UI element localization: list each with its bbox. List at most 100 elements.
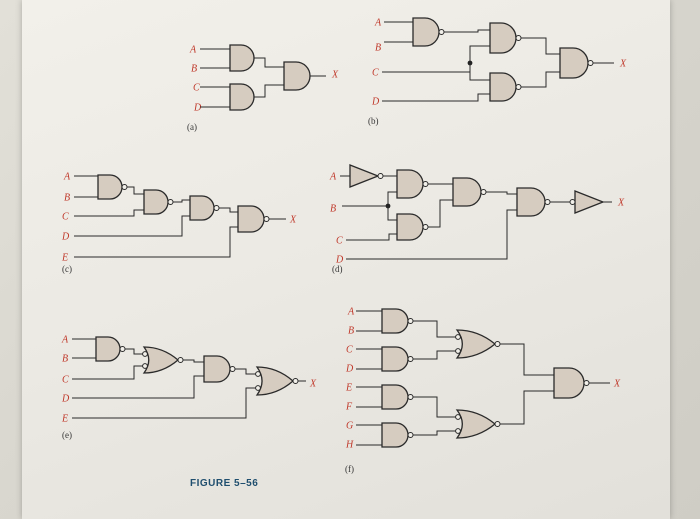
input-label-e-e: E — [61, 414, 68, 425]
wire — [382, 93, 490, 102]
wire — [127, 186, 144, 195]
output-label-d: X — [617, 198, 625, 209]
inversion-bubble — [438, 29, 445, 35]
wire — [74, 215, 190, 237]
input-label-f-h: H — [345, 440, 354, 451]
inversion-bubble — [213, 205, 220, 211]
inversion-bubble — [494, 421, 501, 427]
nand-gate-d2 — [396, 213, 424, 241]
inversion-bubble — [177, 357, 184, 363]
input-bubble — [255, 371, 261, 377]
buffer-d — [574, 190, 605, 214]
wire — [413, 350, 456, 360]
inversion-bubble — [494, 341, 501, 347]
input-label-e-b: B — [62, 354, 68, 365]
wire — [125, 348, 143, 355]
inversion-bubble — [587, 60, 594, 66]
input-label-c-d: D — [61, 232, 70, 243]
and-gate-a1 — [229, 44, 255, 72]
wire — [72, 365, 143, 380]
wire — [254, 84, 284, 98]
nor-gate-f1 — [455, 329, 497, 359]
inversion-bubble — [292, 378, 299, 384]
wire — [500, 343, 554, 376]
input-label-d-c: C — [336, 236, 343, 247]
wire — [500, 390, 554, 425]
wire — [74, 209, 144, 217]
input-bubble — [455, 428, 461, 434]
caption-d: (d) — [332, 264, 343, 274]
wire — [521, 71, 560, 88]
input-label-c-e: E — [61, 253, 68, 264]
inversion-bubble — [480, 189, 487, 195]
nand-gate-b3 — [489, 72, 517, 102]
nor-gate-f2 — [455, 409, 497, 439]
output-label-e: X — [309, 379, 317, 390]
nand-gate-b1 — [412, 17, 440, 47]
output-label-c: X — [289, 215, 297, 226]
and-gate-a3 — [283, 61, 311, 91]
input-label-a-a: A — [189, 45, 197, 56]
wire — [387, 206, 397, 221]
wire — [469, 45, 490, 72]
inversion-bubble — [407, 394, 414, 400]
wire — [521, 37, 560, 55]
inversion-bubble — [229, 366, 236, 372]
inversion-bubble — [544, 199, 551, 205]
caption-f: (f) — [345, 464, 354, 474]
wire — [72, 375, 204, 399]
input-label-f-c: C — [346, 345, 353, 356]
nand-gate-c2 — [143, 189, 169, 215]
input-label-f-a: A — [347, 307, 355, 318]
nand-gate-f4 — [381, 422, 409, 448]
input-label-c-c: C — [62, 212, 69, 223]
nand-gate-f1 — [381, 308, 409, 334]
input-label-b-d: D — [371, 97, 380, 108]
inverter-d1 — [349, 164, 380, 188]
inversion-bubble — [422, 181, 429, 187]
caption-e: (e) — [62, 430, 72, 440]
wire — [413, 396, 456, 418]
figure-caption: FIGURE 5–56 — [190, 478, 258, 489]
nand-gate-d3 — [452, 177, 482, 207]
nand-gate-c1 — [97, 174, 123, 200]
nand-gate-d1 — [396, 169, 424, 199]
nand-gate-b4 — [559, 47, 589, 79]
input-label-f-e: E — [345, 383, 352, 394]
caption-b: (b) — [368, 116, 379, 126]
input-bubble — [455, 414, 461, 420]
wire — [74, 226, 238, 258]
output-label-a: X — [331, 70, 339, 81]
nor-gate-e2 — [255, 366, 294, 396]
input-label-f-f: F — [345, 402, 353, 413]
caption-a: (a) — [187, 122, 197, 132]
input-label-b-b: B — [375, 43, 381, 54]
inversion-bubble — [167, 199, 174, 205]
input-label-b-c: C — [372, 68, 379, 79]
input-label-a-c: C — [193, 83, 200, 94]
input-label-d-d: D — [335, 255, 344, 266]
nand-gate-f5 — [553, 367, 585, 399]
wire — [219, 207, 238, 213]
inversion-bubble — [515, 35, 522, 41]
nand-gate-e2 — [203, 355, 231, 383]
input-bubble — [455, 348, 461, 354]
inversion-bubble — [263, 216, 270, 222]
wire — [444, 29, 490, 33]
input-label-f-g: G — [346, 421, 353, 432]
wire — [254, 57, 284, 68]
input-label-a-d: D — [193, 103, 202, 114]
output-label-b: X — [619, 59, 627, 70]
input-label-c-b: B — [64, 193, 70, 204]
input-label-d-b: B — [330, 204, 336, 215]
input-label-f-d: D — [345, 364, 354, 375]
inversion-bubble — [407, 318, 414, 324]
wire — [413, 320, 456, 338]
nand-gate-d4 — [516, 187, 546, 217]
wire — [72, 387, 256, 419]
input-label-a-b: B — [191, 64, 197, 75]
input-bubble — [569, 199, 576, 205]
nand-gate-f3 — [381, 384, 409, 410]
nand-gate-c4 — [237, 205, 265, 233]
